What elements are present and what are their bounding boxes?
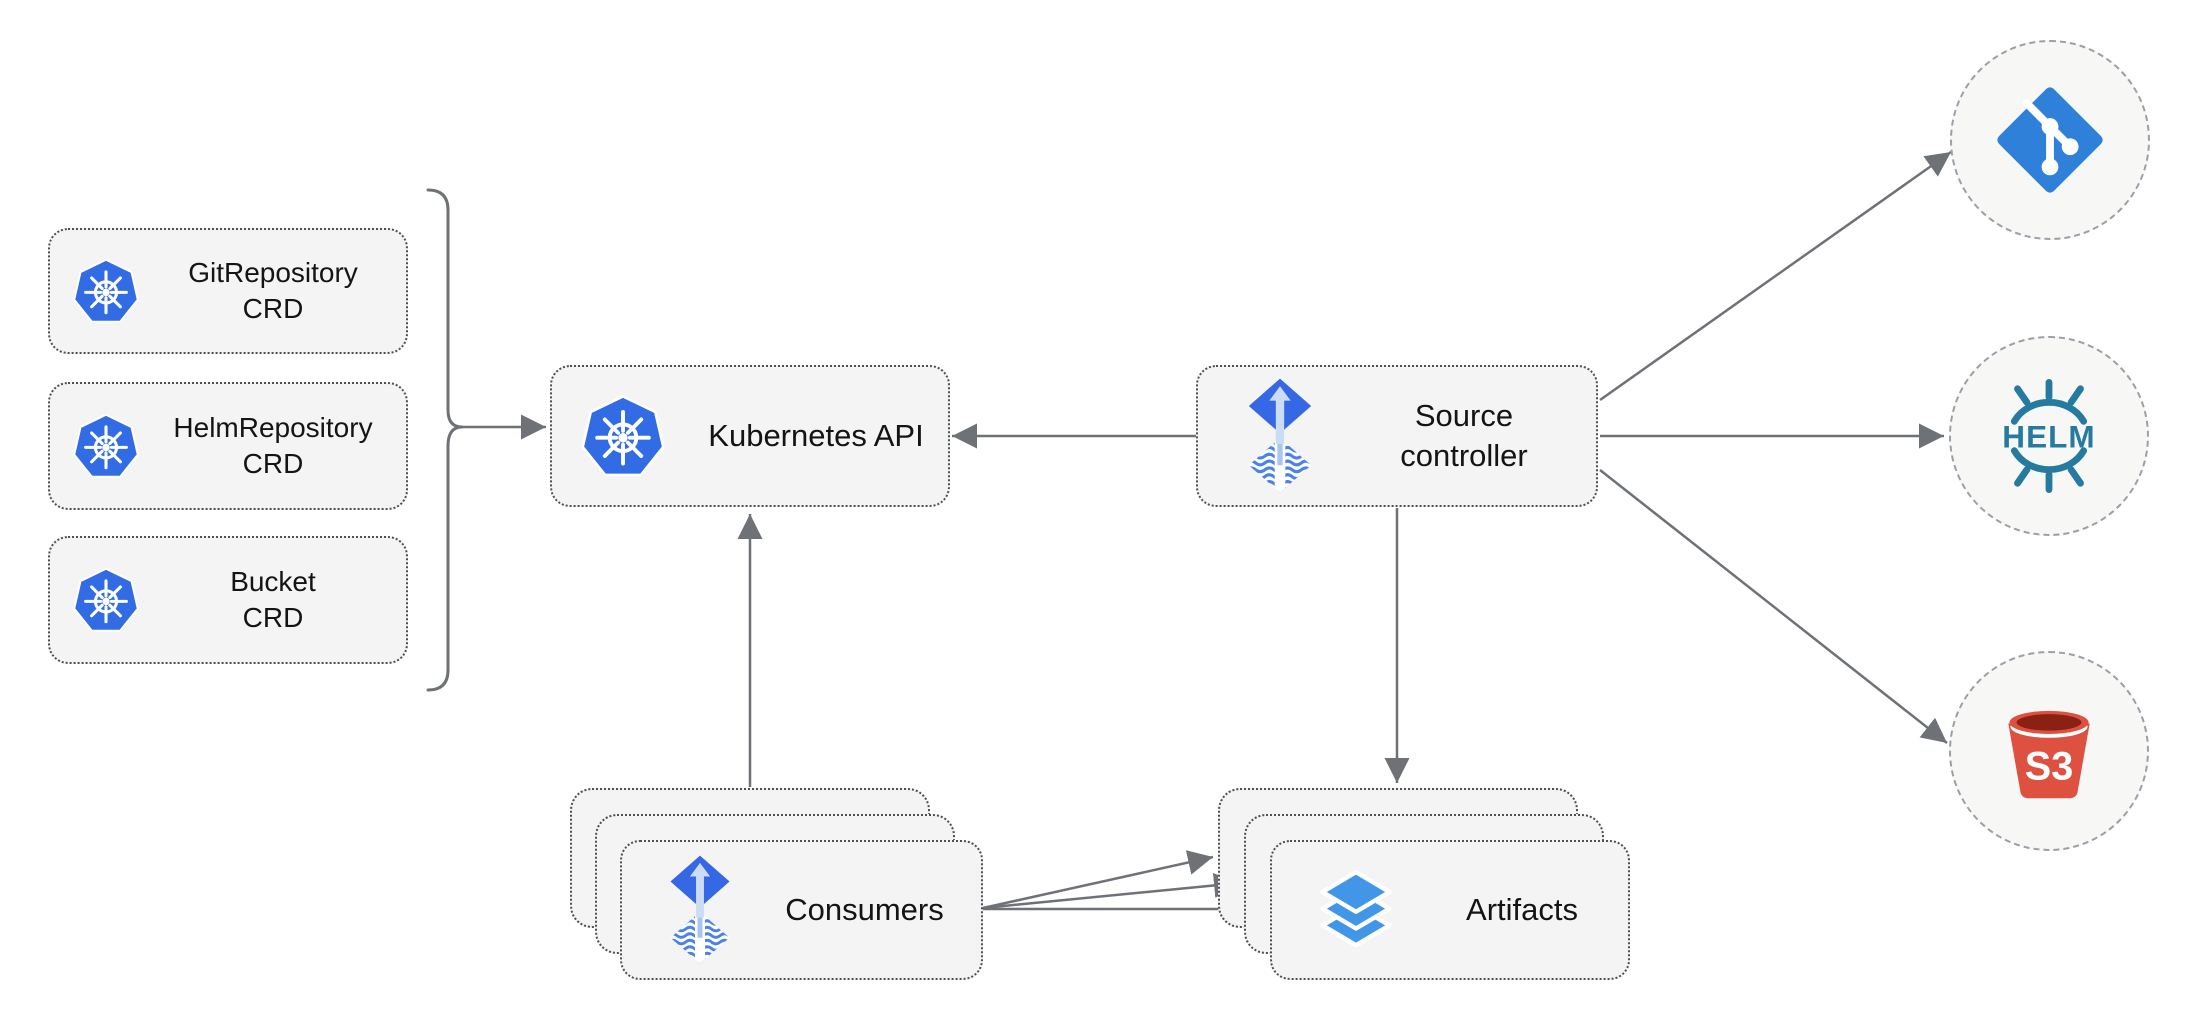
s3-source-circle: S3 xyxy=(1949,651,2149,851)
artifacts-box: Artifacts xyxy=(1270,840,1630,980)
helmrepository-crd-label: HelmRepository CRD xyxy=(150,410,406,482)
bucket-crd-box: Bucket CRD xyxy=(48,536,408,664)
layers-icon xyxy=(1320,869,1392,948)
git-icon xyxy=(1997,87,2103,193)
label-line: CRD xyxy=(242,602,304,633)
artifacts-label: Artifacts xyxy=(1466,892,1578,928)
s3-label: S3 xyxy=(2025,745,2073,789)
label-line: HelmRepository xyxy=(173,412,373,444)
label-line: GitRepository xyxy=(188,257,358,289)
helm-label: HELM xyxy=(2002,419,2095,455)
gitrepository-crd-box: GitRepository CRD xyxy=(48,228,408,354)
helmrepository-crd-box: HelmRepository CRD xyxy=(48,382,408,510)
s3-bucket-icon: S3 xyxy=(2008,710,2090,799)
helm-source-circle: HELM xyxy=(1949,336,2149,536)
consumers-box: Consumers xyxy=(620,840,983,980)
label-line: CRD xyxy=(242,448,304,479)
label-line: CRD xyxy=(242,293,304,324)
crd-group-bracket xyxy=(426,188,464,692)
git-source-circle xyxy=(1950,40,2150,240)
source-controller-label: Source controller xyxy=(1332,396,1596,475)
bucket-crd-label: Bucket CRD xyxy=(150,564,406,636)
arrow-source-controller-to-s3 xyxy=(1599,469,1948,744)
consumers-label: Consumers xyxy=(785,892,944,928)
kubernetes-api-label: Kubernetes API xyxy=(708,418,924,454)
kubernetes-api-box: Kubernetes API xyxy=(550,365,950,507)
label-line: Bucket xyxy=(230,566,316,598)
kubernetes-icon xyxy=(580,394,666,477)
arrow-consumers-to-artifacts-2 xyxy=(982,872,1240,910)
kubernetes-icon xyxy=(72,567,140,633)
source-controller-box: Source controller xyxy=(1196,365,1598,507)
arrow-consumers-to-artifacts-1 xyxy=(982,850,1214,910)
arrow-source-controller-to-git xyxy=(1599,150,1952,402)
flux-icon xyxy=(664,854,736,966)
helm-icon: HELM xyxy=(2002,379,2095,493)
flux-icon xyxy=(1242,377,1318,495)
kubernetes-icon xyxy=(72,258,140,324)
label-line: Source xyxy=(1414,398,1514,434)
label-line: controller xyxy=(1400,438,1528,473)
kubernetes-icon xyxy=(72,413,140,479)
gitrepository-crd-label: GitRepository CRD xyxy=(150,255,406,327)
